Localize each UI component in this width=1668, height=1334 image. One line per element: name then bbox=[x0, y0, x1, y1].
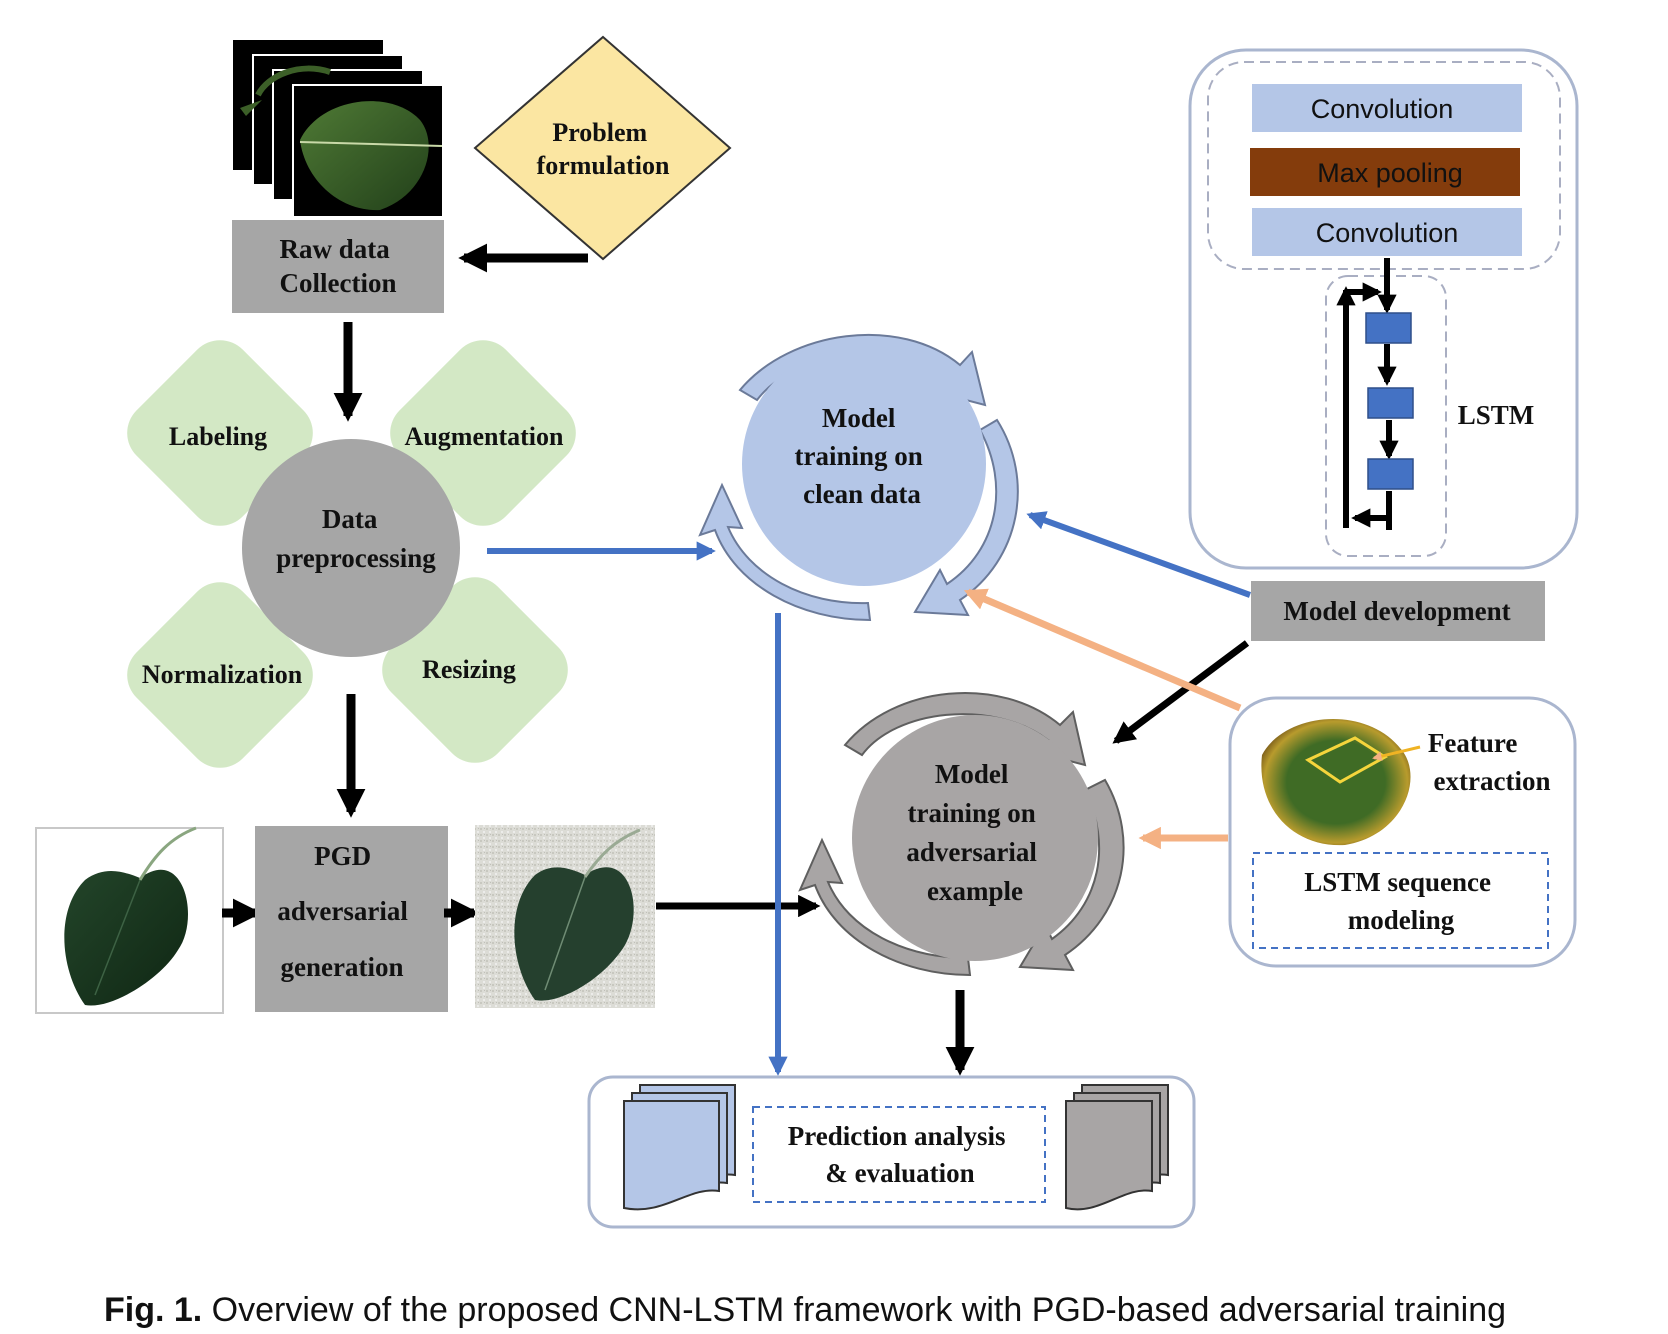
adv-line-2: training on bbox=[907, 798, 1035, 828]
preproc-line-2: preprocessing bbox=[276, 543, 436, 573]
adversarial-training-cycle: Model training on adversarial example bbox=[798, 692, 1125, 977]
maxpool-label: Max pooling bbox=[1317, 158, 1463, 188]
feature-line-1: Feature bbox=[1428, 728, 1517, 758]
max-pooling-layer bbox=[1250, 148, 1520, 196]
clean-label: Model training on clean data bbox=[794, 403, 929, 509]
arrow-feature-to-clean bbox=[963, 588, 1242, 712]
problem-label: Problem formulation bbox=[537, 118, 670, 180]
raw-line-1: Raw data bbox=[279, 234, 390, 264]
pgd-label: PGD adversarial generation bbox=[277, 841, 414, 982]
feature-region-marker bbox=[1304, 736, 1388, 784]
petal-augmentation bbox=[390, 340, 576, 526]
resizing-label: Resizing bbox=[422, 655, 516, 684]
feature-lstm-box: Feature extraction LSTM sequence modelin… bbox=[1228, 696, 1577, 968]
adversarial-training-node bbox=[852, 715, 1098, 961]
caption-text: Overview of the proposed CNN-LSTM framew… bbox=[202, 1291, 1506, 1329]
lstm-seq-line-1: LSTM sequence bbox=[1304, 867, 1491, 897]
petal-normalization bbox=[127, 582, 313, 768]
clean-training-cycle: Model training on clean data bbox=[698, 333, 1019, 622]
conv1-label: Convolution bbox=[1311, 94, 1454, 124]
adv-line-3: adversarial bbox=[906, 837, 1037, 867]
raw-data-collection-node: Raw data Collection bbox=[232, 220, 444, 313]
preproc-label: Data preprocessing bbox=[276, 504, 436, 573]
blue-document-stack-icon bbox=[623, 1084, 736, 1211]
lstm-seq-line-2: modeling bbox=[1348, 905, 1455, 935]
normalization-label: Normalization bbox=[142, 660, 303, 689]
clean-training-node bbox=[742, 342, 986, 586]
model-dev-label: Model development bbox=[1283, 596, 1510, 626]
cnn-lstm-architecture: Convolution Max pooling Convolution LSTM bbox=[1188, 48, 1579, 570]
adv-line-1: Model bbox=[935, 759, 1009, 789]
pgd-line-2: adversarial bbox=[277, 896, 408, 926]
clean-line-1: Model bbox=[822, 403, 896, 433]
pgd-line-1: PGD bbox=[314, 841, 371, 871]
augmentation-label: Augmentation bbox=[405, 422, 564, 451]
pgd-line-3: generation bbox=[281, 952, 404, 982]
lstm-cell-3 bbox=[1367, 458, 1414, 490]
lstm-cell-1 bbox=[1365, 312, 1412, 344]
feature-label: Feature extraction bbox=[1428, 728, 1551, 796]
conv2-label: Convolution bbox=[1316, 218, 1459, 248]
adversarial-leaf-image bbox=[475, 825, 655, 1008]
clean-cycle-arrows bbox=[698, 333, 1019, 622]
problem-line-2: formulation bbox=[537, 151, 670, 180]
prediction-label: Prediction analysis & evaluation bbox=[788, 1121, 1013, 1188]
lstm-seq-label: LSTM sequence modeling bbox=[1304, 867, 1498, 935]
raw-line-2: Collection bbox=[280, 268, 397, 298]
caption-label: Fig. 1. bbox=[104, 1291, 202, 1329]
preproc-line-1: Data bbox=[322, 504, 378, 534]
arrow-model-dev-to-clean bbox=[1026, 511, 1252, 598]
lstm-cell-2 bbox=[1367, 387, 1414, 419]
pgd-generation-node: PGD adversarial generation bbox=[255, 826, 448, 1012]
prediction-line-1: Prediction analysis bbox=[788, 1121, 1006, 1151]
convolution-layer-2 bbox=[1252, 208, 1522, 256]
figure-caption: Fig. 1. Overview of the proposed CNN-LST… bbox=[104, 1291, 1506, 1329]
raw-image-stack bbox=[233, 40, 444, 218]
convolution-layer-1 bbox=[1252, 84, 1522, 132]
model-development-node: Model development bbox=[1251, 581, 1545, 641]
adv-cycle-arrows bbox=[798, 692, 1125, 977]
preprocessing-cluster: Labeling Augmentation Normalization Resi… bbox=[127, 340, 576, 768]
raw-label: Raw data Collection bbox=[279, 234, 396, 298]
gray-document-stack-icon bbox=[1065, 1084, 1169, 1211]
arrow-model-dev-to-adv bbox=[1112, 640, 1250, 744]
lstm-label: LSTM bbox=[1458, 400, 1535, 430]
adv-line-4: example bbox=[927, 876, 1023, 906]
prediction-line-2: & evaluation bbox=[825, 1158, 974, 1188]
lstm-sequence-box bbox=[1252, 852, 1549, 949]
prediction-evaluation-node: Prediction analysis & evaluation bbox=[587, 1075, 1196, 1229]
clean-line-2: training on bbox=[794, 441, 922, 471]
labeling-label: Labeling bbox=[169, 422, 267, 451]
problem-line-1: Problem bbox=[552, 118, 647, 147]
problem-formulation-node: Problem formulation bbox=[473, 35, 732, 261]
feature-line-2: extraction bbox=[1434, 766, 1551, 796]
clean-line-3: clean data bbox=[803, 479, 921, 509]
original-leaf-image bbox=[35, 826, 224, 1014]
adv-label: Model training on adversarial example bbox=[906, 759, 1043, 906]
data-preprocessing-node bbox=[242, 439, 460, 657]
